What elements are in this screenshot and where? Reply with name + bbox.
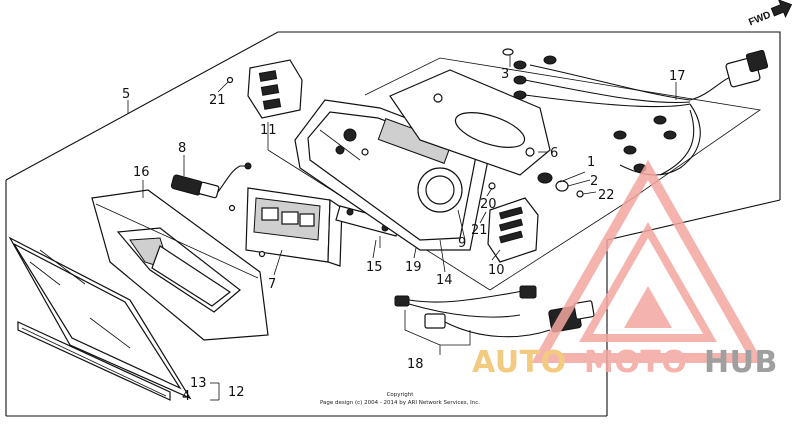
callout-21-lower: 21 <box>471 223 488 238</box>
fastener-parts <box>537 172 584 198</box>
copyright-line-1: Copyright <box>387 392 415 398</box>
callout-8: 8 <box>178 141 186 156</box>
indicator-block-part <box>226 59 303 119</box>
watermark-logo-mark <box>531 159 764 363</box>
watermark-text-moto: MOTO <box>584 345 687 380</box>
callout-21-upper: 21 <box>209 93 226 108</box>
meter-case-part <box>91 189 269 341</box>
callout-9: 9 <box>458 236 466 251</box>
fwd-label: FWD <box>747 10 772 29</box>
rear-cover-part <box>389 69 551 176</box>
callout-12: 12 <box>228 385 245 400</box>
callout-17: 17 <box>669 69 686 84</box>
callout-3: 3 <box>501 67 509 82</box>
callout-18: 18 <box>407 357 424 372</box>
callout-10: 10 <box>488 263 505 278</box>
socket-wire-part <box>170 162 252 212</box>
callout-11: 11 <box>260 123 277 138</box>
callout-15: 15 <box>366 260 383 275</box>
side-indicator-part <box>487 182 539 263</box>
automotohub-watermark: AUTO MOTO HUB <box>472 159 778 380</box>
copyright-line-2: Page design (c) 2004 - 2014 by ARI Netwo… <box>320 400 480 406</box>
callout-2: 2 <box>590 174 598 189</box>
callout-7: 7 <box>268 277 276 292</box>
callout-4: 4 <box>182 389 190 404</box>
bulb-sockets <box>513 55 677 173</box>
callout-16: 16 <box>133 165 150 180</box>
leader-lines <box>127 55 677 401</box>
watermark-text-hub: HUB <box>704 345 778 380</box>
callout-19: 19 <box>405 260 422 275</box>
watermark-text-auto: AUTO <box>472 345 567 380</box>
callout-14: 14 <box>436 273 453 288</box>
callout-5: 5 <box>122 87 130 102</box>
forward-direction-arrow: FWD <box>747 0 793 29</box>
callout-6: 6 <box>550 146 558 161</box>
wire-harness-part <box>502 48 769 176</box>
callout-1: 1 <box>587 155 595 170</box>
display-unit-part <box>245 187 343 267</box>
callout-22: 22 <box>598 188 615 203</box>
meter-lens-part <box>8 236 192 401</box>
assembly-frame <box>5 31 781 417</box>
callout-20: 20 <box>480 197 497 212</box>
callout-13: 13 <box>190 376 207 391</box>
copyright-notice: Copyright Page design (c) 2004 - 2014 by… <box>320 392 480 406</box>
callout-numbers: 1 2 3 4 5 6 7 8 9 10 11 12 13 14 15 16 1… <box>122 67 686 404</box>
